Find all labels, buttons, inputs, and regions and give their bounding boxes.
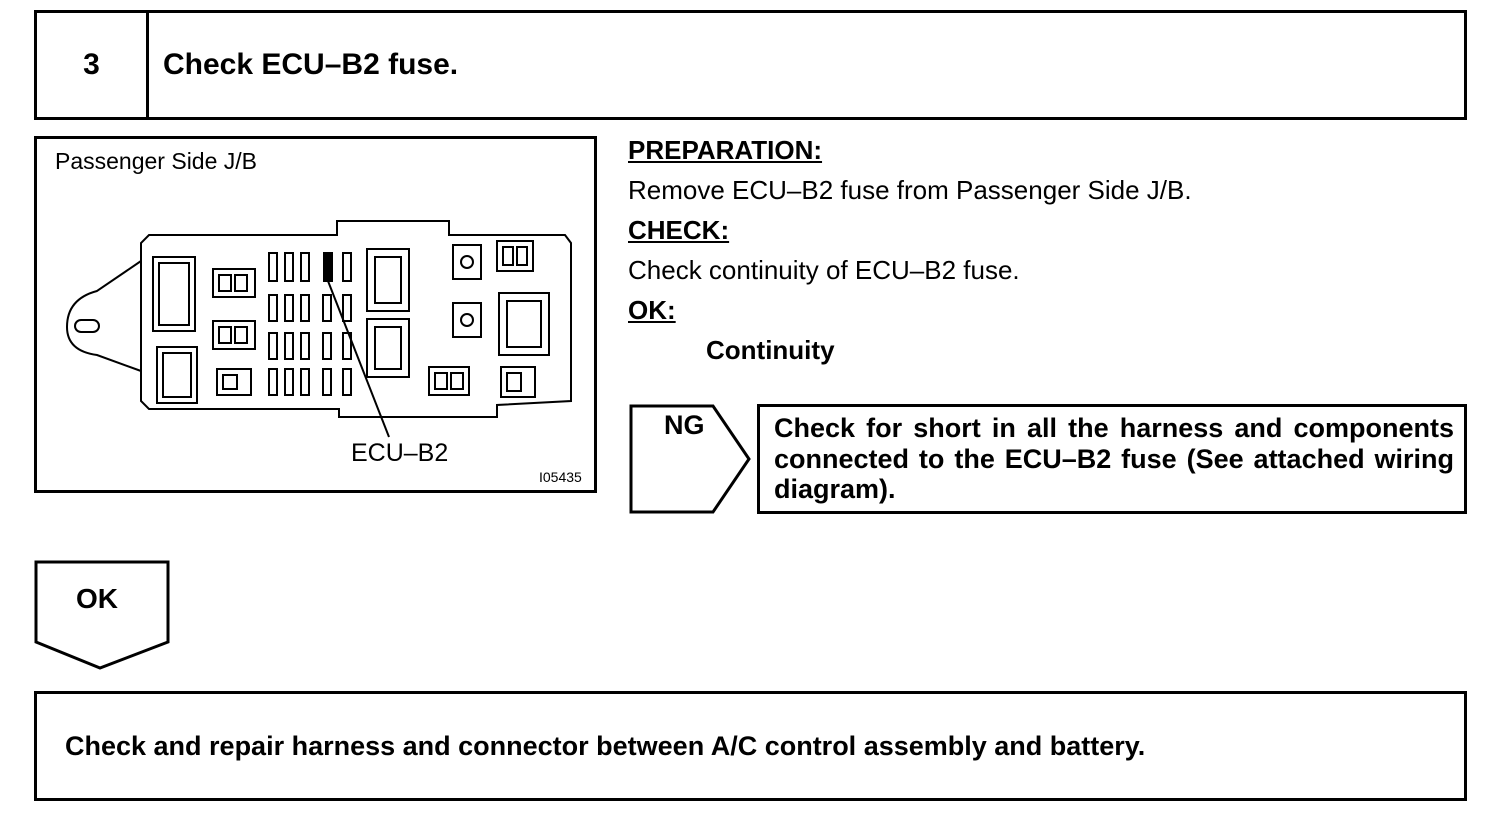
junction-block-diagram: Passenger Side J/B ECU–B2 I05435 (34, 136, 597, 493)
ng-action-box: Check for short in all the harness and c… (757, 404, 1467, 514)
fuse-row-4 (268, 368, 352, 396)
fuse-row-3 (268, 332, 352, 360)
step-header: 3 Check ECU–B2 fuse. (34, 10, 1467, 120)
ng-branch-arrow (629, 404, 751, 514)
preparation-heading: PREPARATION: (628, 135, 823, 165)
fuse-callout-label: ECU–B2 (351, 439, 449, 467)
fuse-row-1 (268, 252, 352, 282)
preparation-text: Remove ECU–B2 fuse from Passenger Side J… (628, 175, 1192, 205)
ok-action-box: Check and repair harness and connector b… (34, 691, 1467, 801)
ok-branch-label: OK (76, 583, 118, 614)
ok-criteria-heading: OK: (628, 295, 676, 325)
ng-action-text: Check for short in all the harness and c… (774, 413, 1454, 504)
check-text: Check continuity of ECU–B2 fuse. (628, 255, 1020, 285)
ok-action-text: Check and repair harness and connector b… (65, 730, 1146, 761)
ok-criteria-result: Continuity (706, 335, 835, 365)
figure-id: I05435 (539, 469, 582, 485)
diagram-title: Passenger Side J/B (55, 148, 258, 174)
step-number: 3 (37, 13, 149, 117)
junction-block-illustration (65, 220, 572, 438)
step-title: Check ECU–B2 fuse. (163, 48, 459, 81)
check-heading: CHECK: (628, 215, 730, 245)
ng-branch-label: NG (664, 410, 705, 440)
ok-branch-arrow (34, 560, 170, 670)
fuse-row-2 (268, 294, 352, 322)
